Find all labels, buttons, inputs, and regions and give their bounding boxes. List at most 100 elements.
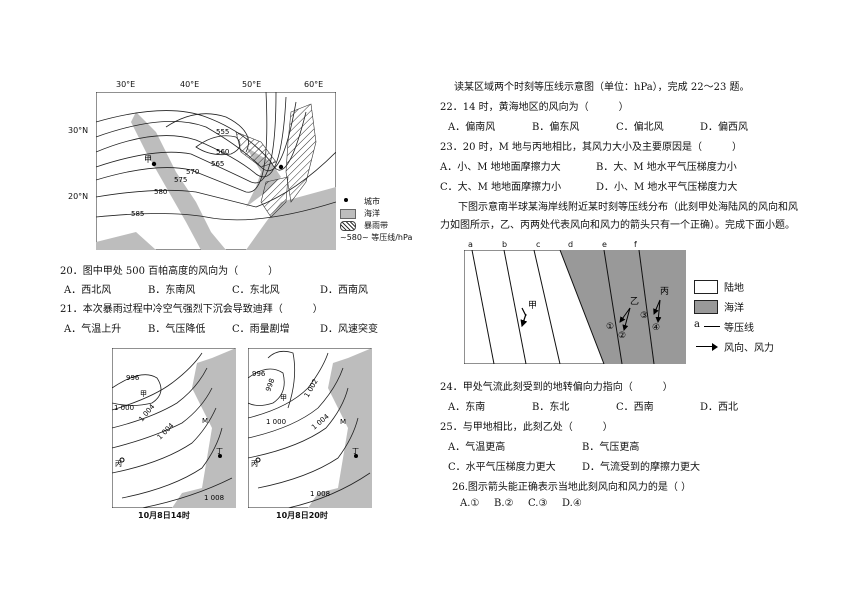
- question-25: 25．与甲地相比，此刻乙处（ ）: [440, 422, 613, 433]
- intro-22-23: 读某区域两个时刻等压线示意图（单位：hPa），完成 22～23 题。: [454, 82, 750, 93]
- isobar-label: 580: [154, 188, 167, 196]
- city-icon: [344, 198, 348, 202]
- q23-option-a[interactable]: A．小、M 地地面摩擦力大: [440, 162, 561, 173]
- map-caption-20h: 10月8日20时: [276, 511, 328, 520]
- q24-option-d[interactable]: D．西北: [700, 402, 739, 413]
- point-jia: 甲: [528, 300, 537, 311]
- q24-option-b[interactable]: B．东北: [532, 402, 570, 413]
- point-bing: 丙: [660, 286, 669, 297]
- q25-option-a[interactable]: A．气温更高: [448, 442, 506, 453]
- coast-diagram: a b c d e f 甲 乙 丙 ① ② ③ ④: [462, 238, 792, 368]
- legend-isobar: 等压线: [724, 323, 754, 334]
- q20-option-b[interactable]: B．东南风: [148, 285, 196, 296]
- isobar-label: 1 008: [204, 494, 224, 502]
- q20-option-d[interactable]: D．西南风: [320, 285, 369, 296]
- q26-option-b[interactable]: B.②: [494, 498, 514, 509]
- point-bing: 丙: [251, 460, 258, 468]
- isobar-d-label: d: [568, 240, 574, 249]
- land-swatch-icon: [694, 280, 718, 294]
- point-ding: 丁: [216, 447, 223, 455]
- question-20: 20．图中甲处 500 百帕高度的风向为（ ）: [60, 266, 279, 277]
- lon-label: 30°E: [116, 80, 136, 89]
- q22-option-a[interactable]: A．偏南风: [448, 122, 496, 133]
- q22-option-c[interactable]: C．偏北风: [616, 122, 664, 133]
- q22-option-d[interactable]: D．偏西风: [700, 122, 749, 133]
- isobar-label: 565: [211, 160, 224, 168]
- q25-option-d[interactable]: D．气流受到的摩擦力更大: [582, 462, 701, 473]
- question-26: 26.图示箭头能正确表示当地此刻风向和风力的是（ ）: [452, 482, 692, 493]
- isobar-e-label: e: [602, 240, 607, 249]
- q21-option-b[interactable]: B．气压降低: [148, 324, 206, 335]
- q21-option-d[interactable]: D．风速突变: [320, 324, 379, 335]
- intro-24-26-line1: 下图示意南半球某海岸线附近某时刻等压线分布（此刻甲处海陆风的风向和风: [458, 202, 798, 213]
- q24-option-a[interactable]: A．东南: [448, 402, 486, 413]
- isobar-c-label: c: [536, 240, 541, 249]
- map1-legend: 城市 海洋 暴雨带 ~580~ 等压线/hPa: [340, 196, 422, 244]
- legend-wind: 风向、风力: [724, 343, 774, 354]
- isobar-map-14h: 996 甲 1 000 1 004 M 1 004 丙 丁 1 008: [112, 348, 236, 508]
- point-ding: 丁: [352, 447, 359, 455]
- q20-option-c[interactable]: C．东北风: [232, 285, 280, 296]
- lon-label: 40°E: [180, 80, 200, 89]
- q20-option-a[interactable]: A．西北风: [64, 285, 112, 296]
- q25-option-c[interactable]: C．水平气压梯度力更大: [448, 462, 556, 473]
- question-23: 23．20 时，M 地与丙地相比，其风力大小及主要原因是（ ）: [440, 142, 743, 153]
- point-jia: 甲: [280, 394, 287, 402]
- legend-ocean: 海洋: [724, 303, 744, 314]
- arrow-label-4: ④: [652, 323, 660, 333]
- diagram-legend: 陆地 海洋 a 等压线 风向、风力: [694, 278, 790, 358]
- q24-option-c[interactable]: C．西南: [616, 402, 654, 413]
- q21-option-a[interactable]: A．气温上升: [64, 324, 122, 335]
- lon-label: 60°E: [304, 80, 324, 89]
- q25-option-b[interactable]: B．气压更高: [582, 442, 640, 453]
- isobar-label: 585: [131, 210, 144, 218]
- q22-option-b[interactable]: B．偏东风: [532, 122, 580, 133]
- point-yi: 乙: [630, 296, 639, 307]
- isobar-label: 1 008: [310, 490, 330, 498]
- rain-swatch-icon: [340, 221, 356, 231]
- isobar-label: 996: [126, 374, 140, 382]
- wind-arrow-icon: [696, 346, 716, 347]
- q21-option-c[interactable]: C．雨量剧增: [232, 324, 290, 335]
- arrow-label-1: ①: [606, 322, 614, 332]
- isobar-label: 570: [186, 168, 199, 176]
- q23-option-c[interactable]: C．大、M 地地面摩擦力小: [440, 182, 562, 193]
- isobar-label: 1 000: [114, 404, 134, 412]
- lon-label: 50°E: [242, 80, 262, 89]
- ocean-swatch-icon: [340, 209, 356, 219]
- map-middle-east: 30°E 40°E 50°E 60°E 30°N 20°N: [68, 78, 422, 253]
- legend-isobar: ~580~ 等压线/hPa: [340, 233, 413, 242]
- question-22: 22．14 时，黄海地区的风向为（ ）: [440, 102, 629, 113]
- ocean-swatch-icon: [694, 300, 718, 314]
- coast-diagram-frame: 甲 乙 丙 ① ② ③ ④: [464, 250, 686, 364]
- arrow-label-2: ②: [618, 331, 626, 341]
- isobar-label: 555: [216, 128, 229, 136]
- isobar-label: 996: [252, 370, 266, 378]
- q26-option-d[interactable]: D.④: [562, 498, 582, 509]
- isobar-line-icon: [704, 326, 720, 327]
- question-24: 24．甲处气流此刻受到的地转偏向力指向（ ）: [440, 382, 673, 393]
- map-caption-14h: 10月8日14时: [138, 511, 190, 520]
- isobar-label: 1 000: [266, 418, 286, 426]
- intro-24-26-line2: 力如图所示，乙、丙两处代表风向和风力的箭头只有一个正确）。完成下面小题。: [440, 220, 795, 231]
- q23-option-b[interactable]: B．大、M 地水平气压梯度力小: [596, 162, 737, 173]
- isobar-b-label: b: [502, 240, 508, 249]
- isobar-f-label: f: [634, 240, 637, 249]
- lat-label: 20°N: [68, 192, 89, 201]
- legend-rain: 暴雨带: [364, 221, 388, 230]
- isobar-label: 575: [174, 176, 187, 184]
- isobar-a-label: a: [468, 240, 473, 249]
- point-m: M: [340, 418, 346, 426]
- q26-option-a[interactable]: A.①: [460, 498, 480, 509]
- q23-option-d[interactable]: D．小、M 地水平气压梯度力大: [596, 182, 738, 193]
- arrow-label-3: ③: [640, 311, 648, 321]
- point-jia: 甲: [140, 390, 147, 398]
- wind-arrowhead-icon: [712, 343, 718, 351]
- point-jia: 甲: [144, 155, 152, 164]
- legend-city: 城市: [364, 197, 380, 206]
- q26-option-c[interactable]: C.③: [528, 498, 548, 509]
- isobar-label: 560: [216, 148, 229, 156]
- point-m: M: [202, 417, 208, 425]
- lat-label: 30°N: [68, 126, 89, 135]
- isobar-map-20h: 996 998 1 002 甲 1 000 1 004 M 丙 丁 1 008: [248, 348, 372, 508]
